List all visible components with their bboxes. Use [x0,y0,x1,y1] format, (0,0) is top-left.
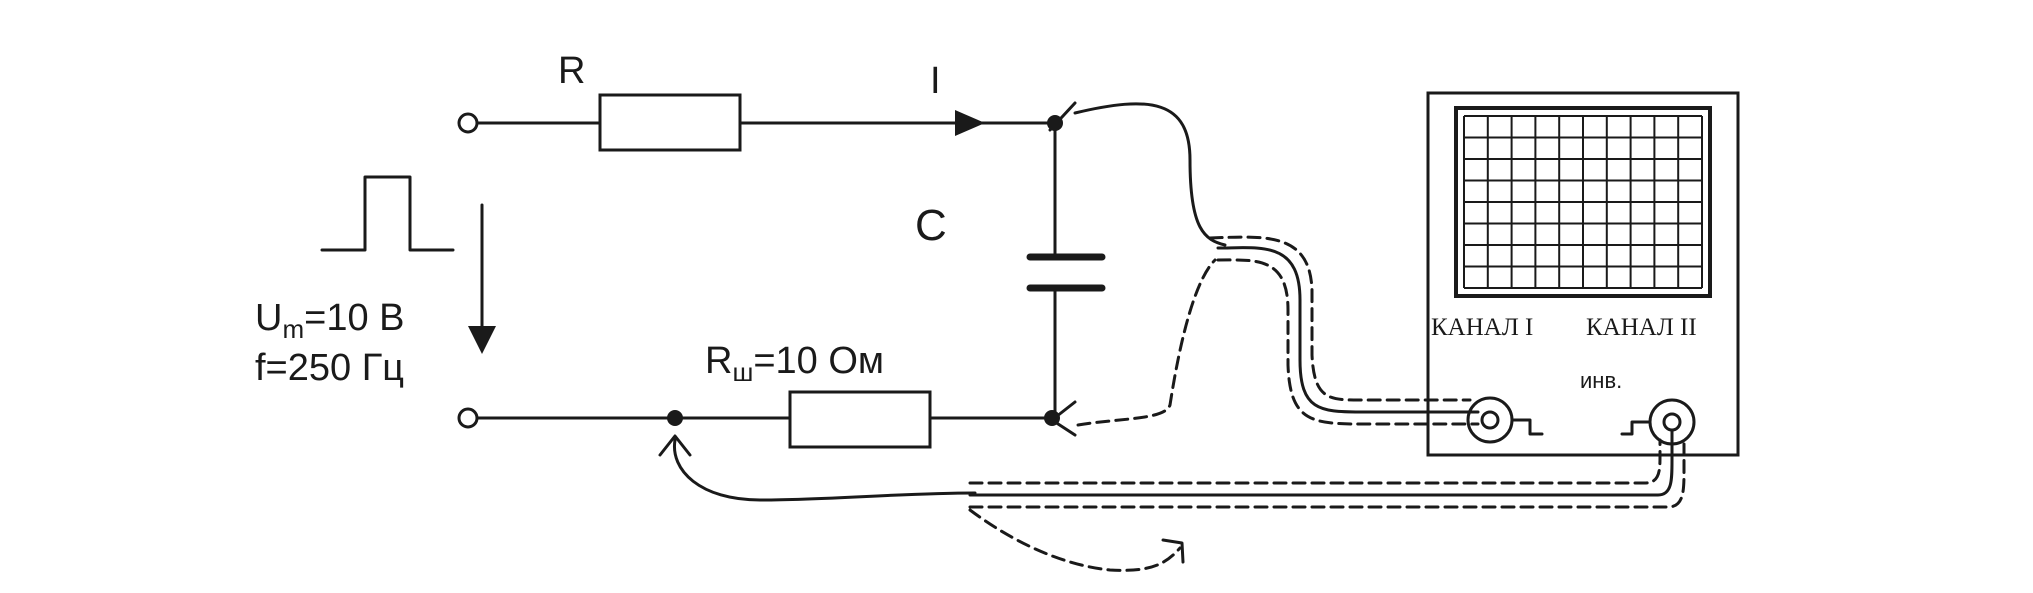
coax-cable-ch1-core [1216,246,1480,414]
input-terminal-bottom [457,407,479,429]
probe-lead-shunt-arrow [658,434,692,457]
input-terminal-top [457,112,479,134]
probe-lead-shunt [672,438,977,502]
resistor-shunt [788,390,932,449]
source-amplitude: Um=10 В [255,297,405,344]
shunt-label-main: R [705,340,732,382]
probe-lead-bottom [1076,258,1217,427]
coax-cable-ch1-shield-inner [1216,258,1480,426]
source-amplitude-sub: m [282,314,304,344]
coax-cable-ch1-shield-outer [1208,235,1472,402]
bottom-node-shunt [667,410,683,426]
pulse-waveform-icon [320,175,455,252]
probe-clip-top [1048,101,1077,132]
channel-1-label: КАНАЛ I [1431,314,1533,341]
invert-label: инв. [1580,368,1622,393]
capacitor-label: C [915,201,947,250]
source-frequency: f=250 Гц [255,347,404,389]
coax-cable-ch2-core [968,428,1674,497]
shunt-value: =10 Ом [753,340,884,382]
current-arrow [955,110,985,136]
coax-cable-ch2-shield-outer [968,438,1662,485]
resistor-r [598,93,742,152]
shunt-label-sub: ш [732,357,753,387]
resistor-r-label: R [558,50,585,92]
coax-cable-ch2-shield-inner [968,442,1686,509]
source-amplitude-value: =10 В [304,297,404,339]
probe-lead-dashed-alt [968,508,1182,572]
probe-lead-top [1073,102,1227,247]
channel-2-label: КАНАЛ II [1586,314,1697,341]
oscilloscope-screen-grid [1463,115,1703,289]
current-label: I [930,60,941,102]
shunt-label: Rш=10 Ом [705,340,884,387]
probe-clip-bottom [1050,400,1077,437]
voltage-arrow-head [468,326,496,354]
channel-1-connector[interactable] [1466,396,1544,444]
source-amplitude-main: U [255,297,282,339]
probe-lead-dashed-alt-arrow [1161,538,1185,564]
